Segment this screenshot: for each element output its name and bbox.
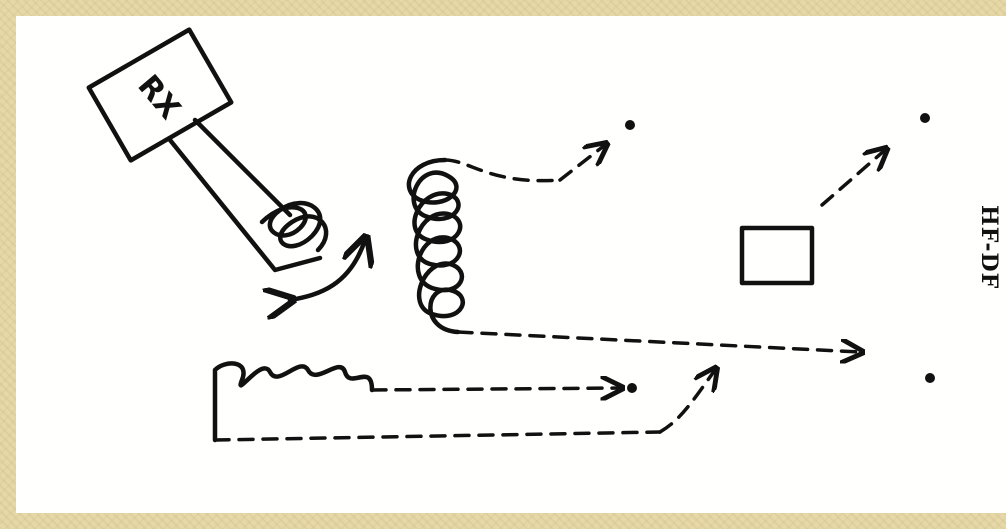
dot-bottom-mid	[627, 383, 637, 393]
side-title: HF-DF	[976, 205, 1002, 290]
vertical-coil	[406, 157, 465, 335]
horizontal-coil-lead-bottom	[213, 430, 662, 442]
receiver-label: RX	[131, 69, 188, 127]
dot-top-mid	[625, 120, 635, 130]
dot-bottom-right	[925, 373, 935, 383]
vertical-coil-lead-bottom	[456, 330, 860, 352]
rotation-arrow	[290, 240, 365, 300]
receiver-box: RX	[86, 27, 234, 163]
handle-coil	[259, 200, 329, 253]
horizontal-coil-lead-top	[370, 388, 620, 390]
paper-sheet	[16, 16, 1006, 513]
vertical-coil-lead-top	[443, 158, 562, 183]
square-arrow	[820, 150, 885, 207]
horizontal-coil	[212, 361, 375, 443]
vertical-coil-lead-top-arrow	[558, 145, 605, 182]
dot-top-right	[920, 113, 930, 123]
target-square	[739, 225, 815, 286]
horizontal-coil-lead-arrow	[658, 370, 715, 434]
